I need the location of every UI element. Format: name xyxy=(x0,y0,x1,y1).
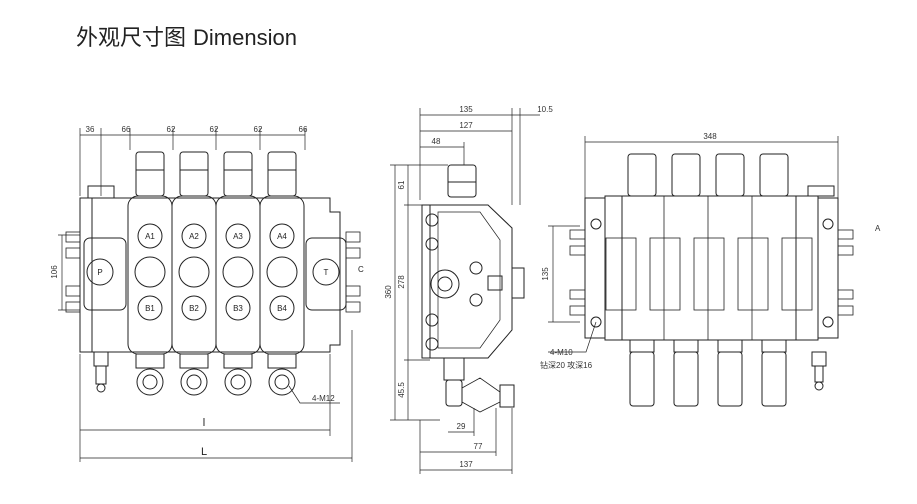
port-b4: B4 xyxy=(277,304,287,313)
front-dim-3: 62 xyxy=(167,125,176,134)
port-a4: A4 xyxy=(277,232,287,241)
side-dim-77: 77 xyxy=(474,442,483,451)
front-callout: 4-M12 xyxy=(312,394,335,403)
front-dim-2: 66 xyxy=(122,125,131,134)
title-en: Dimension xyxy=(193,25,297,50)
side-dim-360: 360 xyxy=(384,285,393,299)
port-b3: B3 xyxy=(233,304,243,313)
rear-label-a: A xyxy=(875,224,881,233)
port-c: C xyxy=(358,265,364,274)
port-p: P xyxy=(97,268,102,277)
front-dim-height: 106 xyxy=(50,265,59,279)
front-dim-6: 66 xyxy=(299,125,308,134)
front-sections xyxy=(127,151,305,396)
side-dim-135: 135 xyxy=(459,105,473,114)
front-dim-1: 36 xyxy=(86,125,95,134)
rear-view: 348 135 A xyxy=(540,132,881,407)
side-dim-137: 137 xyxy=(459,460,473,469)
front-view: 36 66 62 62 62 66 106 P T C xyxy=(50,125,364,462)
side-dim-10-5: 10.5 xyxy=(537,105,553,114)
rear-dim-width: 348 xyxy=(703,132,717,141)
side-view: 135 10.5 127 48 61 360 278 45.5 xyxy=(384,105,553,474)
page-title: 外观尺寸图 Dimension xyxy=(76,20,297,52)
length-outer: L xyxy=(201,446,207,458)
port-a1: A1 xyxy=(145,232,155,241)
length-inner: l xyxy=(203,417,205,429)
side-dim-278: 278 xyxy=(397,275,406,289)
port-b2: B2 xyxy=(189,304,199,313)
port-a3: A3 xyxy=(233,232,243,241)
port-t: T xyxy=(324,268,329,277)
title-zh: 外观尺寸图 xyxy=(76,26,187,51)
port-b1: B1 xyxy=(145,304,155,313)
rear-dim-height: 135 xyxy=(541,267,550,281)
side-dim-127: 127 xyxy=(459,121,473,130)
side-dim-61: 61 xyxy=(397,180,406,189)
rear-callout-depth: 钻深20 攻深16 xyxy=(540,360,593,370)
side-dim-48: 48 xyxy=(432,137,441,146)
side-dim-45-5: 45.5 xyxy=(397,382,406,398)
port-a2: A2 xyxy=(189,232,199,241)
front-dim-4: 62 xyxy=(210,125,219,134)
side-dim-29: 29 xyxy=(457,422,466,431)
front-dim-5: 62 xyxy=(254,125,263,134)
rear-callout-thread: 4-M10 xyxy=(550,348,573,357)
